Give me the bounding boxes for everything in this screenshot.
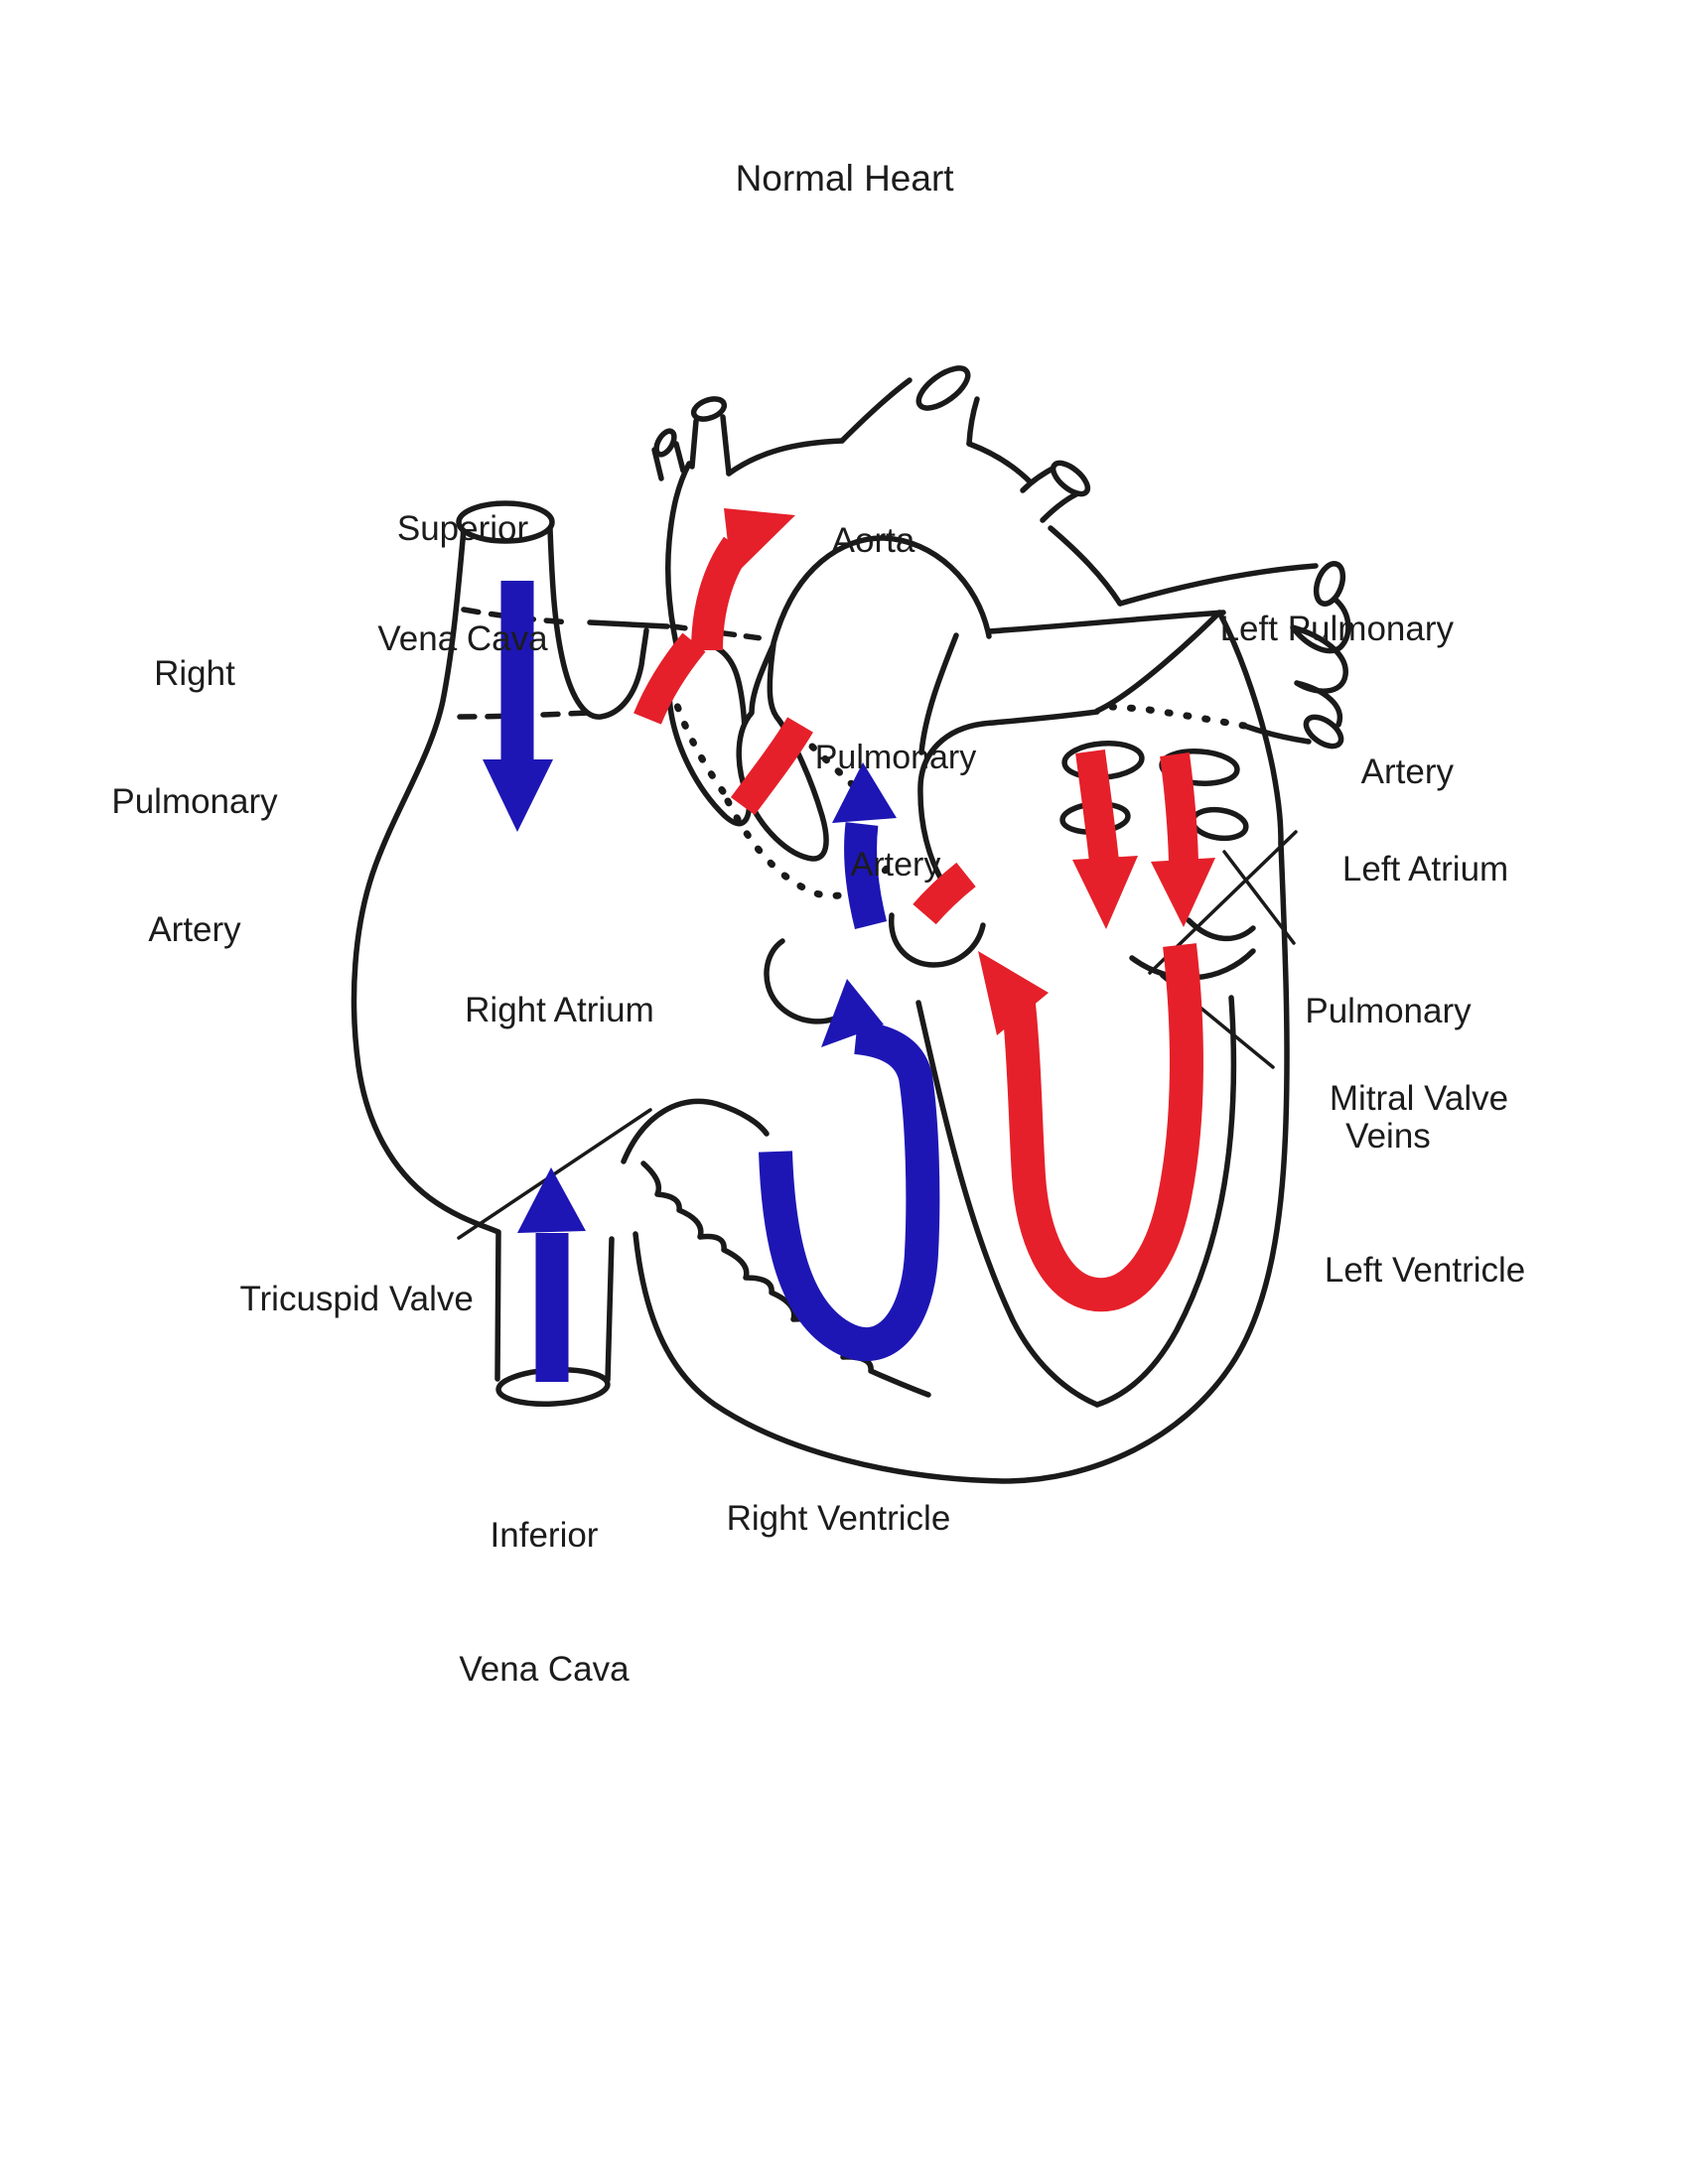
hidden-edge-lpa-behind-la bbox=[1108, 703, 1248, 730]
arch-branch-4-opening bbox=[1050, 460, 1091, 497]
pulmonary-vein-arrow-left bbox=[1072, 750, 1138, 929]
pa-trunk-right-edge bbox=[918, 632, 959, 755]
lpa-top-edge bbox=[1117, 563, 1319, 607]
pulmonary-valve-arrow bbox=[832, 762, 897, 929]
mitral-valve-arc-2 bbox=[1186, 917, 1256, 942]
left-atrium-top bbox=[1094, 610, 1222, 714]
aortic-outflow-dash-1 bbox=[633, 632, 706, 725]
label-right-atrium: Right Atrium bbox=[465, 991, 654, 1029]
la-left-wall bbox=[917, 709, 1100, 889]
rpa-edge bbox=[587, 619, 670, 629]
aortic-outflow-dash-2 bbox=[730, 717, 813, 815]
arch-to-lpa bbox=[1048, 525, 1123, 607]
left-ventricle-loop-arrow bbox=[978, 943, 1203, 1312]
septum-wall bbox=[915, 1000, 1100, 1408]
label-aorta: Aorta bbox=[831, 521, 915, 560]
label-right-pulmonary-artery: Right Pulmonary Artery bbox=[111, 654, 278, 949]
svc-right-edge bbox=[547, 526, 649, 720]
label-pulmonary-artery: Pulmonary Artery bbox=[814, 739, 977, 884]
pulmonary-vein-arrow-right bbox=[1151, 752, 1215, 927]
arch-branch-3 bbox=[839, 377, 980, 447]
hidden-edge-behind-root bbox=[669, 623, 765, 641]
page-title: Normal Heart bbox=[735, 158, 954, 199]
hidden-edge-trunk-left bbox=[667, 685, 729, 798]
pulmonary-veins-leader-line bbox=[1222, 850, 1296, 945]
lpa-bottom-edge bbox=[1244, 724, 1312, 745]
label-superior-vena-cava: Superior Vena Cava bbox=[377, 509, 548, 658]
aortic-sinus-bumps bbox=[889, 912, 986, 968]
label-tricuspid-valve: Tricuspid Valve bbox=[239, 1280, 474, 1318]
label-inferior-vena-cava: Inferior Vena Cava bbox=[459, 1516, 630, 1689]
ivc-inflow-arrow bbox=[517, 1167, 586, 1382]
label-mitral-valve: Mitral Valve bbox=[1329, 1079, 1509, 1118]
label-left-ventricle: Left Ventricle bbox=[1324, 1251, 1526, 1290]
arch-branch-1-opening bbox=[653, 428, 677, 458]
right-ventricle-loop-arrow bbox=[759, 979, 940, 1362]
aortic-valve-dash bbox=[913, 862, 976, 925]
arch-branch-2 bbox=[689, 414, 732, 477]
left-atrium-right-wall bbox=[1216, 610, 1284, 847]
label-left-pulmonary-artery: Left Pulmonary Artery bbox=[1219, 610, 1454, 791]
outflow-bump bbox=[764, 938, 852, 1024]
aortic-arch bbox=[665, 461, 692, 683]
right-auricle bbox=[666, 641, 753, 827]
lpa-opening-1 bbox=[1313, 561, 1346, 607]
arch-right bbox=[966, 441, 1034, 485]
label-pulmonary-veins: Pulmonary Veins bbox=[1305, 992, 1472, 1156]
label-left-atrium: Left Atrium bbox=[1341, 850, 1509, 888]
arch-branch-2-opening bbox=[690, 396, 728, 422]
lpa-scallops bbox=[1290, 598, 1351, 728]
right-atrium-outline bbox=[351, 526, 501, 1382]
aortic-outflow-arrow bbox=[633, 508, 976, 925]
rpa-edge-right bbox=[986, 610, 1226, 634]
lv-inner-wall bbox=[1094, 995, 1237, 1408]
ivc-right-edge bbox=[605, 1236, 615, 1383]
tricuspid-annulus bbox=[621, 1098, 770, 1164]
arch-top bbox=[726, 438, 845, 477]
svc-inflow-arrow bbox=[483, 581, 553, 832]
label-right-ventricle: Right Ventricle bbox=[726, 1499, 951, 1538]
aortic-root-dome bbox=[771, 535, 992, 646]
heart-outer-border bbox=[633, 841, 1290, 1484]
arch-branch-3-opening bbox=[915, 365, 971, 411]
lpa-opening-2 bbox=[1303, 714, 1344, 750]
svc-opening bbox=[456, 500, 555, 544]
